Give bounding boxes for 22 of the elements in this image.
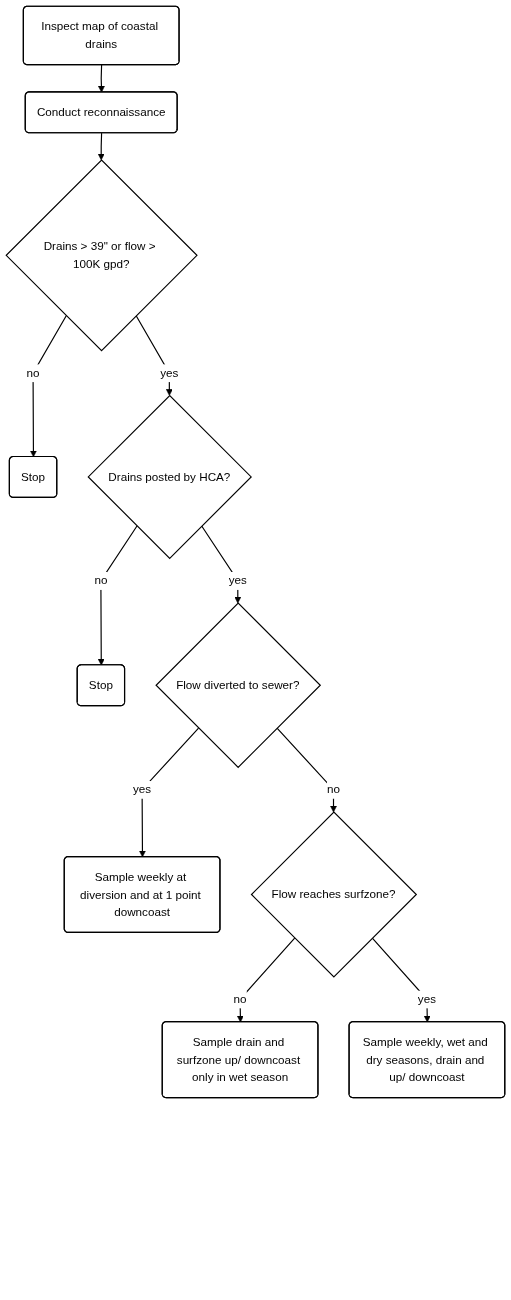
node-diamond: Drains > 39" or flow > 100K gpd? bbox=[5, 159, 198, 352]
node-diamond: Drains posted by HCA? bbox=[87, 394, 252, 560]
arrow bbox=[371, 937, 431, 1023]
arrow bbox=[135, 315, 173, 396]
edge-label: no bbox=[327, 782, 340, 796]
edge-label: yes bbox=[160, 365, 179, 380]
arrow bbox=[236, 937, 296, 1023]
arrow bbox=[139, 727, 200, 858]
edge-label: no bbox=[94, 573, 108, 587]
edge-label: no bbox=[26, 365, 40, 380]
edge-label: no bbox=[233, 992, 247, 1006]
node-diamond: Flow diverted to sewer? bbox=[155, 602, 322, 769]
edge-label: yes bbox=[228, 573, 247, 587]
arrow bbox=[276, 727, 337, 813]
node-diamond: Flow reaches surfzone? bbox=[250, 811, 418, 978]
arrow bbox=[201, 525, 242, 604]
arrow bbox=[98, 64, 105, 93]
arrow bbox=[97, 525, 138, 666]
arrow bbox=[30, 315, 67, 458]
edge-label: yes bbox=[133, 782, 152, 796]
arrow bbox=[97, 132, 105, 161]
edge-label: yes bbox=[417, 992, 437, 1006]
